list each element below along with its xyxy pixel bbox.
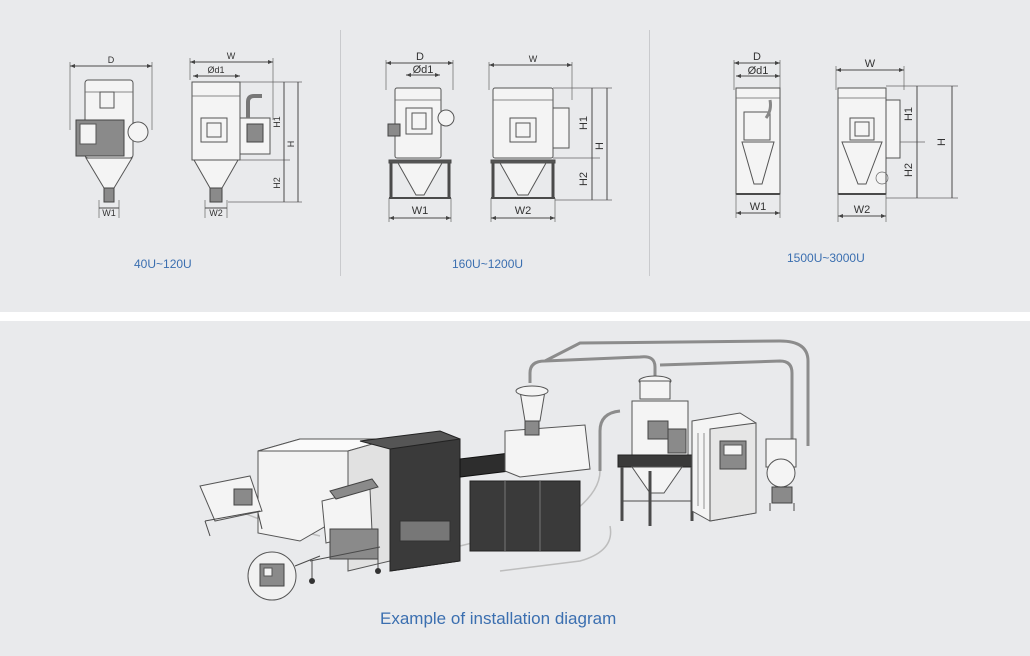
front-view: D Ød1 W1 <box>385 51 455 222</box>
dimension-drawings: D W1 W <box>69 51 958 222</box>
label-h1: H1 <box>903 107 915 121</box>
label-w: W <box>865 58 876 70</box>
column-divider <box>340 30 341 276</box>
label-h2: H2 <box>272 177 282 189</box>
label-phi-d1: Ød1 <box>748 65 769 77</box>
front-view: D W1 <box>69 55 153 218</box>
model-40u-120u-drawing: D W1 W <box>69 51 302 218</box>
detail-magnifier <box>247 551 321 601</box>
side-view: W W2 <box>488 54 612 222</box>
dimension-drawings-panel: D W1 W <box>0 0 1030 312</box>
label-h: H <box>286 141 296 148</box>
side-view: W Ød1 W2 <box>189 51 302 218</box>
dehumidifier-cabinet <box>691 412 757 522</box>
caption-model-1500u-3000u: 1500U~3000U <box>787 251 865 265</box>
label-w2: W2 <box>209 208 223 218</box>
installation-diagram <box>199 339 810 601</box>
column-divider <box>649 30 650 276</box>
label-h1: H1 <box>272 116 282 128</box>
label-w2: W2 <box>515 205 532 217</box>
model-1500u-3000u-drawing: D Ød1 W1 <box>733 51 958 222</box>
label-w: W <box>529 54 538 64</box>
caption-model-40u-120u: 40U~120U <box>134 257 192 271</box>
side-view: W W2 <box>835 58 958 222</box>
caption-model-160u-1200u: 160U~1200U <box>452 257 524 271</box>
label-d: D <box>108 55 115 65</box>
material-cart <box>199 475 263 537</box>
model-160u-1200u-drawing: D Ød1 W1 <box>385 51 612 222</box>
label-h2: H2 <box>903 163 915 177</box>
label-h1: H1 <box>578 116 590 130</box>
label-d: D <box>753 51 761 63</box>
injection-molding-machine <box>257 385 591 572</box>
label-d: D <box>416 51 424 63</box>
label-h: H <box>594 142 606 150</box>
hopper-dryer <box>617 375 697 526</box>
label-w1: W1 <box>750 201 767 213</box>
installation-diagram-panel: Example of installation diagram <box>0 321 1030 656</box>
label-w: W <box>227 51 236 61</box>
caption-installation-diagram: Example of installation diagram <box>380 609 617 628</box>
label-w2: W2 <box>854 204 871 216</box>
label-w1: W1 <box>412 205 429 217</box>
auxiliary-mixer <box>309 478 381 584</box>
vacuum-loader <box>765 438 797 511</box>
label-phi-d1: Ød1 <box>207 65 224 75</box>
label-h: H <box>936 138 948 146</box>
label-h2: H2 <box>578 172 590 186</box>
front-view: D Ød1 W1 <box>733 51 781 218</box>
label-w1: W1 <box>102 208 116 218</box>
label-phi-d1: Ød1 <box>413 64 434 76</box>
